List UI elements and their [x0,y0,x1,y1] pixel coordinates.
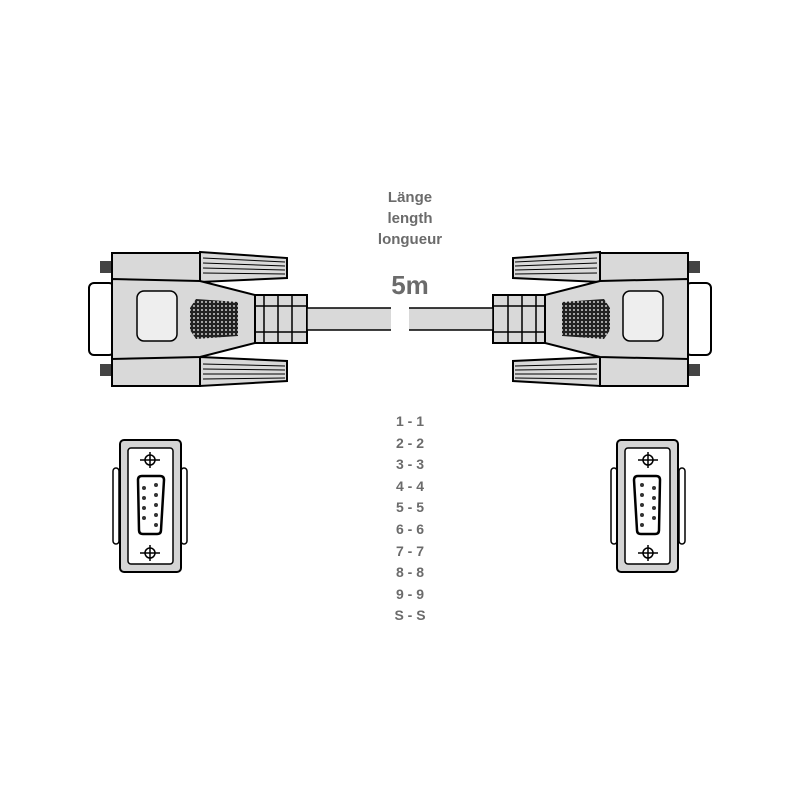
length-label-en: length [387,210,433,227]
pin-map: 1 - 1 [395,413,424,429]
pin-mapping-list: 1 - 1 2 - 2 3 - 3 4 - 4 5 - 5 6 - 6 7 - … [340,411,480,627]
length-label-de: Länge [387,189,433,206]
pin-map: S - S [394,607,426,624]
pin-map: 8 - 8 [395,564,424,581]
length-label-fr: longueur [377,231,443,248]
pin-map: 7 - 7 [395,542,424,559]
left-pin-face [111,438,189,574]
length-value: 5m [391,270,429,300]
right-pin-face [609,438,687,574]
pin-map: 6 - 6 [395,520,424,537]
pin-map: 5 - 5 [395,499,424,516]
pin-map: 2 - 2 [395,434,424,451]
pin-map: 4 - 4 [395,477,424,494]
pin-map: 3 - 3 [395,456,424,473]
pin-map: 9 - 9 [395,585,424,602]
